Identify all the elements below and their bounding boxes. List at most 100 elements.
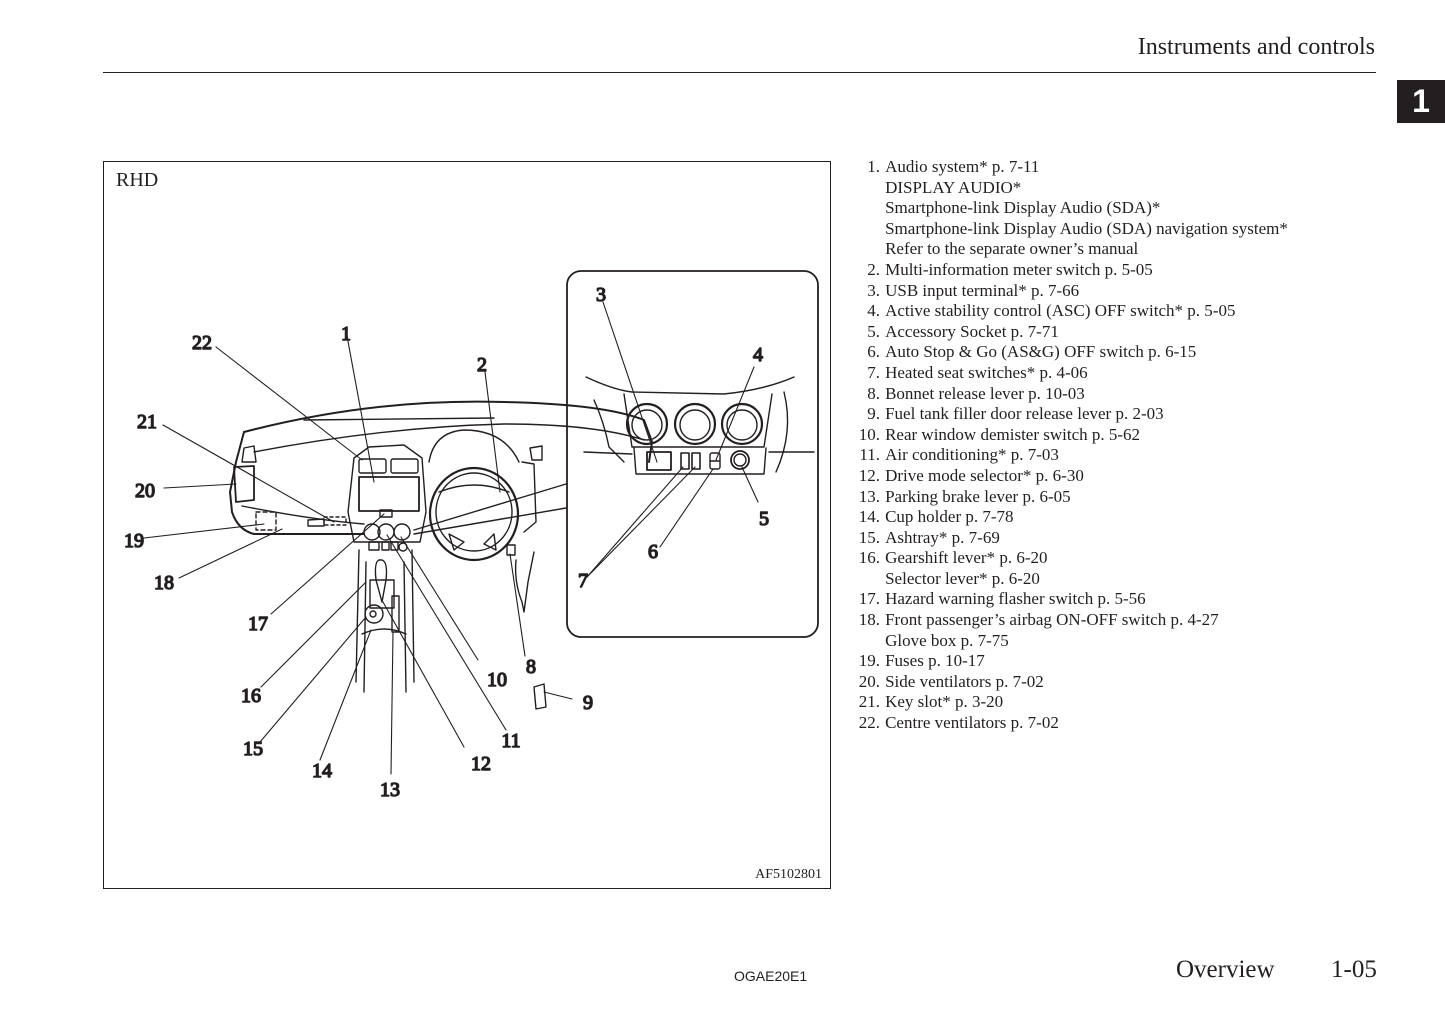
legend-item-number: 17. xyxy=(858,589,880,609)
legend-item: 21.Key slot* p. 3-20 xyxy=(849,692,1288,713)
inset-console-detail xyxy=(566,270,819,638)
legend-item-continuation: Smartphone-link Display Audio (SDA)* xyxy=(849,198,1288,219)
legend-item: 7.Heated seat switches* p. 4-06 xyxy=(849,363,1288,384)
legend-item-text: Bonnet release lever p. 10-03 xyxy=(885,383,1085,403)
callout-8: 8 xyxy=(526,656,536,678)
legend-item-number: 6. xyxy=(867,342,880,362)
callout-3: 3 xyxy=(596,284,606,306)
legend-item-text: Refer to the separate owner’s manual xyxy=(885,239,1139,259)
legend-item-text: Fuses p. 10-17 xyxy=(885,651,985,671)
legend-item-text: Active stability control (ASC) OFF switc… xyxy=(885,301,1236,321)
legend-item-text: Multi-information meter switch p. 5-05 xyxy=(885,259,1153,279)
legend-item-text: Rear window demister switch p. 5-62 xyxy=(885,424,1141,444)
chapter-tab: 1 xyxy=(1397,80,1445,123)
legend-item: 15.Ashtray* p. 7-69 xyxy=(849,528,1288,549)
legend-item-text: USB input terminal* p. 7-66 xyxy=(885,280,1080,300)
legend-item-number: 8. xyxy=(867,383,880,403)
legend-item-number: 1. xyxy=(867,157,880,176)
legend-item-number: 21. xyxy=(858,692,880,712)
legend-item-number: 15. xyxy=(858,527,880,547)
callout-4: 4 xyxy=(753,344,763,366)
legend-item-continuation: DISPLAY AUDIO* xyxy=(849,178,1288,199)
legend-item-text: Auto Stop & Go (AS&G) OFF switch p. 6-15 xyxy=(885,342,1197,362)
legend-item-text: Accessory Socket p. 7-71 xyxy=(885,321,1059,341)
legend-item-number: 9. xyxy=(867,404,880,424)
legend-item: 17.Hazard warning flasher switch p. 5-56 xyxy=(849,589,1288,610)
callout-1: 1 xyxy=(341,323,351,345)
legend-item-continuation: Selector lever* p. 6-20 xyxy=(849,569,1288,590)
legend-item: 2.Multi-information meter switch p. 5-05 xyxy=(849,260,1288,281)
legend-item-number: 18. xyxy=(858,610,880,630)
legend-item: 10.Rear window demister switch p. 5-62 xyxy=(849,425,1288,446)
callout-15: 15 xyxy=(243,738,263,760)
legend-item-text: Ashtray* p. 7-69 xyxy=(885,527,1000,547)
legend-item-number: 7. xyxy=(867,362,880,382)
dashboard-drawing xyxy=(229,400,653,710)
legend-item-text: Parking brake lever p. 6-05 xyxy=(885,486,1071,506)
legend-item: 11.Air conditioning* p. 7-03 xyxy=(849,445,1288,466)
callout-2: 2 xyxy=(477,354,487,376)
legend-item-number: 20. xyxy=(858,671,880,691)
legend-item-number: 12. xyxy=(858,465,880,485)
legend-item-number: 13. xyxy=(858,486,880,506)
callout-19: 19 xyxy=(124,530,144,552)
callout-14: 14 xyxy=(312,760,332,782)
legend-item-text: Side ventilators p. 7-02 xyxy=(885,671,1044,691)
legend-item-text: Fuel tank filler door release lever p. 2… xyxy=(885,404,1164,424)
callout-20: 20 xyxy=(135,480,155,502)
legend-item: 4.Active stability control (ASC) OFF swi… xyxy=(849,301,1288,322)
legend-item: 19.Fuses p. 10-17 xyxy=(849,651,1288,672)
legend-item: 8.Bonnet release lever p. 10-03 xyxy=(849,384,1288,405)
legend-item-number: 2. xyxy=(867,259,880,279)
legend-item-text: Key slot* p. 3-20 xyxy=(885,692,1004,712)
figure-code: AF5102801 xyxy=(755,867,822,882)
callout-5: 5 xyxy=(759,508,769,530)
callout-7: 7 xyxy=(578,570,588,592)
leader-lines xyxy=(143,301,759,775)
callout-17: 17 xyxy=(248,613,268,635)
legend-item: 13.Parking brake lever p. 6-05 xyxy=(849,487,1288,508)
callout-6: 6 xyxy=(648,541,658,563)
footer-section-title: Overview xyxy=(1176,956,1275,983)
legend-item-number: 22. xyxy=(858,713,880,733)
legend-item-text: Audio system* p. 7-11 xyxy=(885,157,1040,176)
legend-item-text: Centre ventilators p. 7-02 xyxy=(885,713,1059,733)
callout-13: 13 xyxy=(380,779,400,801)
legend-item: 6.Auto Stop & Go (AS&G) OFF switch p. 6-… xyxy=(849,342,1288,363)
legend-item-text: Hazard warning flasher switch p. 5-56 xyxy=(885,589,1146,609)
callout-9: 9 xyxy=(583,692,593,714)
legend-item: 9.Fuel tank filler door release lever p.… xyxy=(849,404,1288,425)
legend-item-continuation: Glove box p. 7-75 xyxy=(849,631,1288,652)
legend-item: 3.USB input terminal* p. 7-66 xyxy=(849,281,1288,302)
callout-11: 11 xyxy=(501,730,520,752)
header-rule xyxy=(103,72,1376,73)
legend-item-number: 3. xyxy=(867,280,880,300)
legend-item: 12.Drive mode selector* p. 6-30 xyxy=(849,466,1288,487)
legend-item-text: Drive mode selector* p. 6-30 xyxy=(885,465,1084,485)
dashboard-figure: 1 2 3 4 5 6 7 8 9 10 11 12 13 14 15 16 1… xyxy=(103,161,831,889)
legend-item: 16.Gearshift lever* p. 6-20 xyxy=(849,548,1288,569)
dashboard-illustration: 1 2 3 4 5 6 7 8 9 10 11 12 13 14 15 16 1… xyxy=(123,270,819,802)
legend-item: 20.Side ventilators p. 7-02 xyxy=(849,672,1288,693)
legend-item: 22.Centre ventilators p. 7-02 xyxy=(849,713,1288,734)
legend-item-text: Air conditioning* p. 7-03 xyxy=(885,445,1059,465)
legend-item: 14.Cup holder p. 7-78 xyxy=(849,507,1288,528)
callout-10: 10 xyxy=(487,669,507,691)
legend-item-text: Selector lever* p. 6-20 xyxy=(885,568,1040,588)
figure-label-rhd: RHD xyxy=(116,169,159,191)
legend-item-text: DISPLAY AUDIO* xyxy=(885,177,1022,197)
callout-18: 18 xyxy=(154,572,174,594)
legend-item-continuation: Refer to the separate owner’s manual xyxy=(849,239,1288,260)
callout-21: 21 xyxy=(137,411,157,433)
legend-item-text: Heated seat switches* p. 4-06 xyxy=(885,362,1088,382)
legend-item-number: 14. xyxy=(858,507,880,527)
legend-item-text: Cup holder p. 7-78 xyxy=(885,507,1014,527)
legend-item: 5.Accessory Socket p. 7-71 xyxy=(849,322,1288,343)
legend-item-text: Smartphone-link Display Audio (SDA)* xyxy=(885,198,1161,218)
running-header-title: Instruments and controls xyxy=(1137,34,1375,60)
legend-item-text: Glove box p. 7-75 xyxy=(885,630,1009,650)
legend-item-continuation: Smartphone-link Display Audio (SDA) navi… xyxy=(849,219,1288,240)
legend-item-number: 19. xyxy=(858,651,880,671)
legend-item-number: 16. xyxy=(858,548,880,568)
